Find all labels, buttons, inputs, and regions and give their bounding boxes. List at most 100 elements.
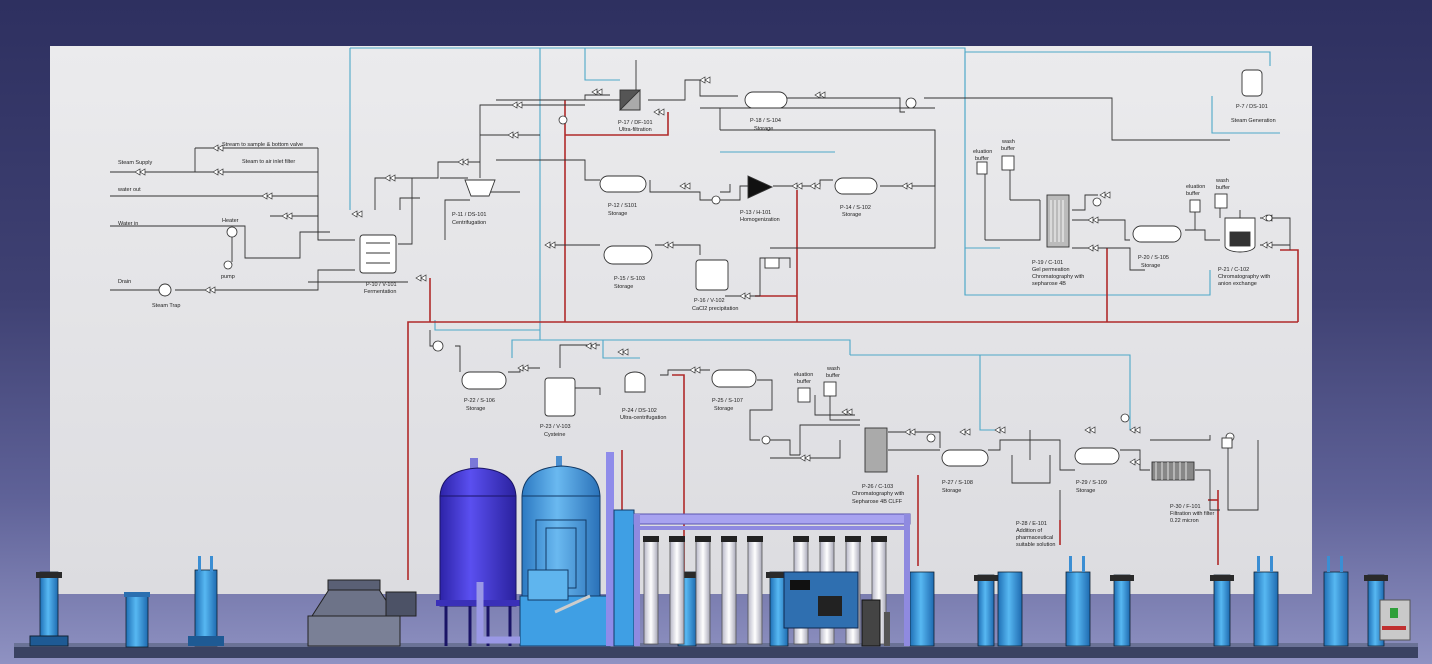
p19-elution-2: buffer (975, 156, 989, 162)
unit-p23-id: P-23 / V-103 (540, 424, 571, 430)
reactors-part-175 (977, 162, 987, 174)
unit-p13-id: P-13 / H-101 (740, 210, 771, 216)
unit-p20-id: P-20 / S-105 (1138, 255, 1169, 261)
pump-unit-14-part-215 (1364, 575, 1388, 581)
unit-p10-id: P-10 / V-101 (366, 282, 397, 288)
unit-p27-id: P-27 / S-108 (942, 480, 973, 486)
membrane-frame-part-240 (904, 514, 910, 646)
pump-unit-1-part-184 (40, 572, 58, 646)
filter-skid-part-249 (1390, 608, 1398, 618)
storage-vessels-part-154 (712, 370, 756, 387)
reactors-part-168 (1230, 232, 1250, 246)
unit-p21-l2: anion exchange (1218, 281, 1257, 287)
pump-unit-7-part-199 (974, 575, 998, 581)
unit-p19-l3: sepharose 4B (1032, 281, 1066, 287)
unit-p21-id: P-21 / C-102 (1218, 267, 1249, 273)
reactors-part-181 (1222, 438, 1232, 448)
pumps-part-147 (1266, 215, 1272, 221)
p21-wash-2: buffer (1216, 185, 1230, 191)
pump-unit-2-part-187 (126, 595, 148, 647)
p26-elution-1: eluation (794, 372, 813, 378)
unit-p22-name: Storage (466, 406, 485, 412)
unit-p11-name: Centrifugation (452, 220, 486, 226)
pump-unit-13-part-212 (1327, 556, 1330, 572)
pumps-part-142 (433, 341, 443, 351)
disc-separator-part-220 (386, 592, 416, 616)
pump-unit-9-part-203 (1082, 556, 1085, 572)
p19-elution-1: eluation (973, 149, 992, 155)
unit-p25-id: P-25 / S-107 (712, 398, 743, 404)
storage-vessels-part-148 (745, 92, 787, 108)
pump-unit-11-part-207 (1210, 575, 1234, 581)
reactors-part-163 (696, 260, 728, 290)
unit-p28-l2: pharmaceutical (1016, 535, 1053, 541)
pump-unit-8-part-200 (998, 572, 1022, 646)
disc-separator-part-219 (308, 616, 400, 646)
pump-unit-11-part-206 (1214, 575, 1230, 646)
unit-p18-name: Storage (754, 126, 773, 132)
unit-p17-id: P-17 / DF-101 (618, 120, 653, 126)
unit-p26-id: P-26 / C-103 (862, 484, 893, 490)
unit-p12-id: P-12 / S101 (608, 203, 637, 209)
p19-wash-1: wash (1001, 139, 1015, 145)
unit-p30-l1: Filtration with filter (1170, 511, 1214, 517)
reactors-part-182 (159, 284, 171, 296)
p26-wash-1: wash (826, 366, 840, 372)
process-skid-part-236 (614, 510, 634, 646)
pumps-part-145 (1121, 414, 1129, 422)
pumps-part-144 (927, 434, 935, 442)
unit-p30-id: P-30 / F-101 (1170, 504, 1201, 510)
pump-unit-3-part-192 (188, 636, 224, 646)
storage-vessels-part-151 (604, 246, 652, 264)
unit-p22-id: P-22 / S-106 (464, 398, 495, 404)
unit-p23-name: Cysteine (544, 432, 565, 438)
pump-unit-9-part-202 (1069, 556, 1072, 572)
label-steam-supply: Steam Supply (118, 160, 152, 166)
pump-unit-12-part-209 (1257, 556, 1260, 572)
pfd-panel (50, 46, 1312, 594)
unit-p18-id: P-18 / S-104 (750, 118, 781, 124)
membrane-frame-part-244 (790, 580, 810, 590)
membrane-frame-part-246 (862, 600, 880, 646)
membrane-frame-part-237 (634, 514, 910, 524)
pump-unit-1-part-186 (30, 636, 68, 646)
unit-p19-id: P-19 / C-101 (1032, 260, 1063, 266)
pumps-part-143 (762, 436, 770, 444)
pump-unit-9-part-201 (1066, 572, 1090, 646)
pumps-part-137 (224, 261, 232, 269)
reactors-part-180 (824, 382, 836, 396)
unit-p21-l1: Chromatography with (1218, 274, 1270, 280)
unit-p28-id: P-28 / E-101 (1016, 521, 1047, 527)
membrane-frame-part-247 (884, 612, 890, 646)
pump-unit-6 (910, 572, 934, 646)
pump-unit-3-part-191 (210, 556, 213, 572)
label-stream-sample: Stream to sample & bottom valve (222, 142, 303, 148)
pumps-part-139 (906, 98, 916, 108)
unit-p27-name: Storage (942, 488, 961, 494)
unit-p7-name: Steam Generation (1231, 118, 1276, 124)
pump-unit-2 (124, 592, 150, 647)
storage-vessels-part-152 (1133, 226, 1181, 242)
reactors-part-179 (798, 388, 810, 402)
membrane-frame-part-239 (634, 514, 640, 646)
reactors-part-173 (1152, 462, 1194, 480)
unit-p15-name: Storage (614, 284, 633, 290)
unit-p25-name: Storage (714, 406, 733, 412)
unit-p12-name: Storage (608, 211, 627, 217)
unit-p11-id: P-11 / DS-101 (452, 212, 486, 218)
floor (14, 646, 1418, 658)
unit-p15-id: P-15 / S-103 (614, 276, 645, 282)
reactors-part-169 (545, 378, 575, 416)
unit-p26-l1: Chromatography with (852, 491, 904, 497)
unit-p28-l1: Addition of (1016, 528, 1042, 534)
membrane-frame-part-238 (634, 526, 910, 530)
pump-unit-8 (998, 572, 1022, 646)
pump-unit-13 (1324, 556, 1348, 646)
storage-vessels-part-150 (835, 178, 877, 194)
label-pump: pump (221, 274, 235, 280)
unit-p14-name: Storage (842, 212, 861, 218)
label-heater: Heater (222, 218, 239, 224)
process-skid-part-235 (606, 452, 614, 646)
process-skid-part-231 (520, 596, 610, 646)
